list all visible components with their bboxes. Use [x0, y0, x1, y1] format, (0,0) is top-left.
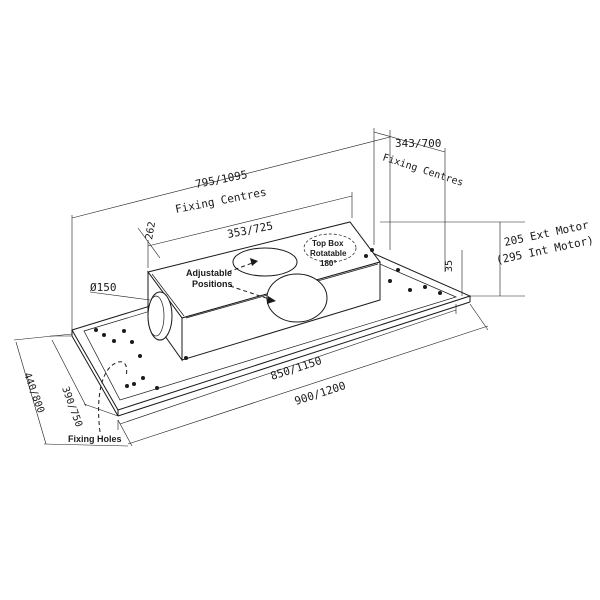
callout-adjustable-line2: Positions: [192, 279, 233, 289]
callout-top-box-line1: Top Box: [312, 239, 344, 248]
label-fixing-centres-depth: 343/700: [395, 137, 441, 150]
label-top-box-depth: 262: [144, 221, 158, 241]
label-fixing-centres-width-caption: Fixing Centres: [174, 185, 267, 215]
label-outer-width: 900/1200: [293, 379, 347, 408]
callout-top-box-line3: 180°: [320, 259, 337, 268]
spigot: [147, 291, 173, 341]
top-outlet-left: [232, 247, 298, 277]
label-fixing-centres-depth-caption: Fixing Centres: [381, 152, 465, 189]
spigot-leader: [89, 291, 151, 301]
adjustable-arrows: [227, 258, 276, 304]
dim-inner-width: [117, 304, 457, 430]
top-outlet-right-dashed: [303, 233, 357, 263]
fixing-hole-dots: [94, 248, 442, 390]
dim-outer-width: [117, 303, 489, 447]
dim-fixing-centres-width: [71, 130, 391, 330]
callout-top-box-line2: Rotatable: [310, 249, 347, 258]
dim-fixing-centres-depth: [373, 128, 446, 272]
callout-fixing-holes: Fixing Holes: [68, 434, 122, 444]
label-outer-depth: 440/800: [21, 371, 46, 414]
front-outlet: [266, 273, 328, 323]
label-top-box-length: 353/725: [226, 219, 274, 241]
label-fixing-centres-width: 795/1095: [194, 168, 248, 191]
label-spigot-diameter: Ø150: [90, 281, 117, 294]
label-inner-depth: 390/750: [59, 385, 84, 428]
label-plate-height: 35: [444, 260, 455, 272]
dim-outer-depth: [13, 333, 129, 447]
dim-box-height: [380, 221, 525, 297]
dim-top-box-depth: [137, 227, 161, 259]
callout-adjustable-line1: Adjustable: [186, 268, 232, 278]
dim-top-box-length: [147, 192, 353, 268]
